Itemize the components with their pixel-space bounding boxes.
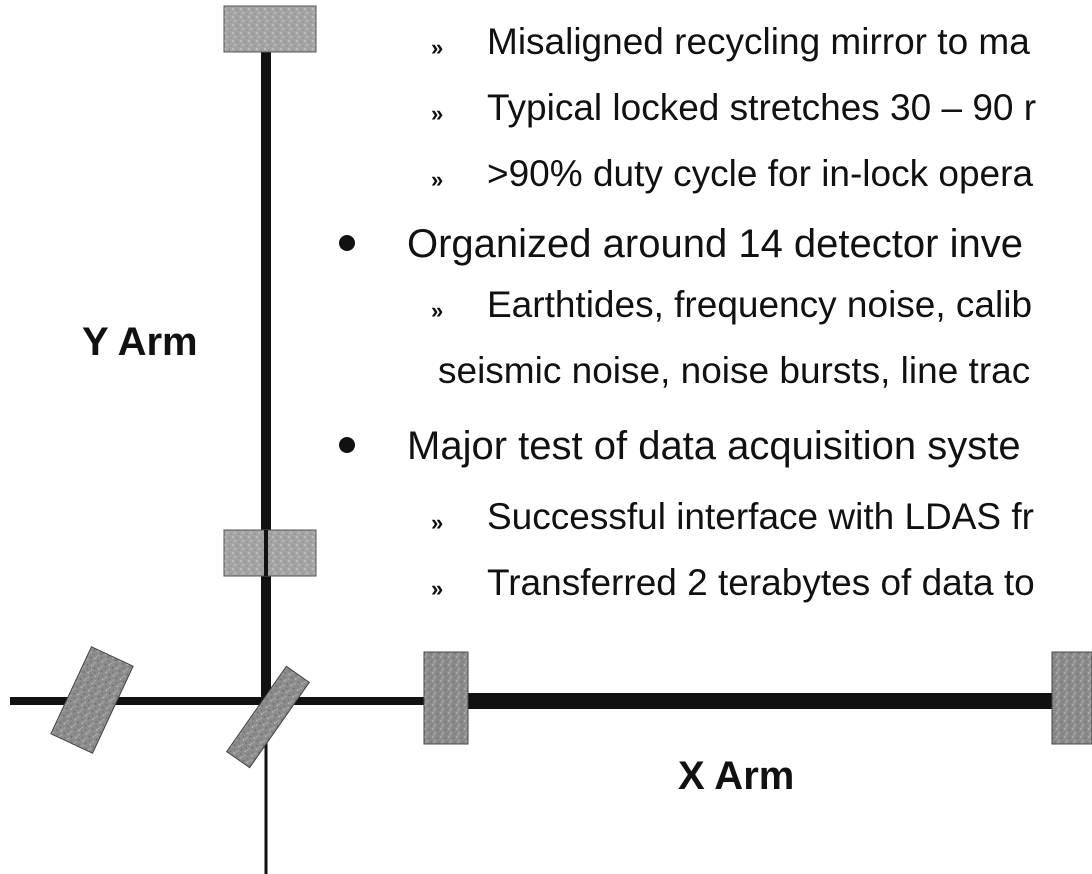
main-bullet-dot <box>339 437 355 453</box>
x-end-mirror <box>1051 651 1092 745</box>
sub-bullet-3: >90% duty cycle for in-lock opera <box>487 153 1034 194</box>
sub-bullet-marker: » <box>431 167 444 192</box>
y-arm-label: Y Arm <box>82 320 198 364</box>
sub-bullet-marker: » <box>431 576 444 601</box>
y-input-mirror <box>223 529 317 577</box>
sub-bullet-4: Earthtides, frequency noise, calib <box>487 284 1033 325</box>
sub-bullet-marker: » <box>431 101 444 126</box>
y-end-mirror <box>223 5 317 53</box>
recycling-mirror <box>50 646 134 754</box>
sub-bullet-marker: » <box>431 35 444 60</box>
x-arm-label: X Arm <box>678 754 795 798</box>
sub-bullet-5: Successful interface with LDAS fr <box>487 496 1034 537</box>
main-bullet-dot <box>339 235 355 251</box>
main-bullet-1: Organized around 14 detector inve <box>407 222 1023 266</box>
beam-splitter <box>226 665 310 769</box>
sub-bullet-4-continued: seismic noise, noise bursts, line trac <box>438 350 1031 391</box>
main-bullet-2: Major test of data acquisition syste <box>407 424 1021 468</box>
x-input-mirror <box>423 651 469 745</box>
sub-bullet-marker: » <box>431 298 444 323</box>
sub-bullet-1: Misaligned recycling mirror to ma <box>487 21 1030 62</box>
sub-bullet-marker: » <box>431 510 444 535</box>
sub-bullet-2: Typical locked stretches 30 – 90 r <box>487 87 1037 128</box>
sub-bullet-6: Transferred 2 terabytes of data to <box>487 562 1035 603</box>
